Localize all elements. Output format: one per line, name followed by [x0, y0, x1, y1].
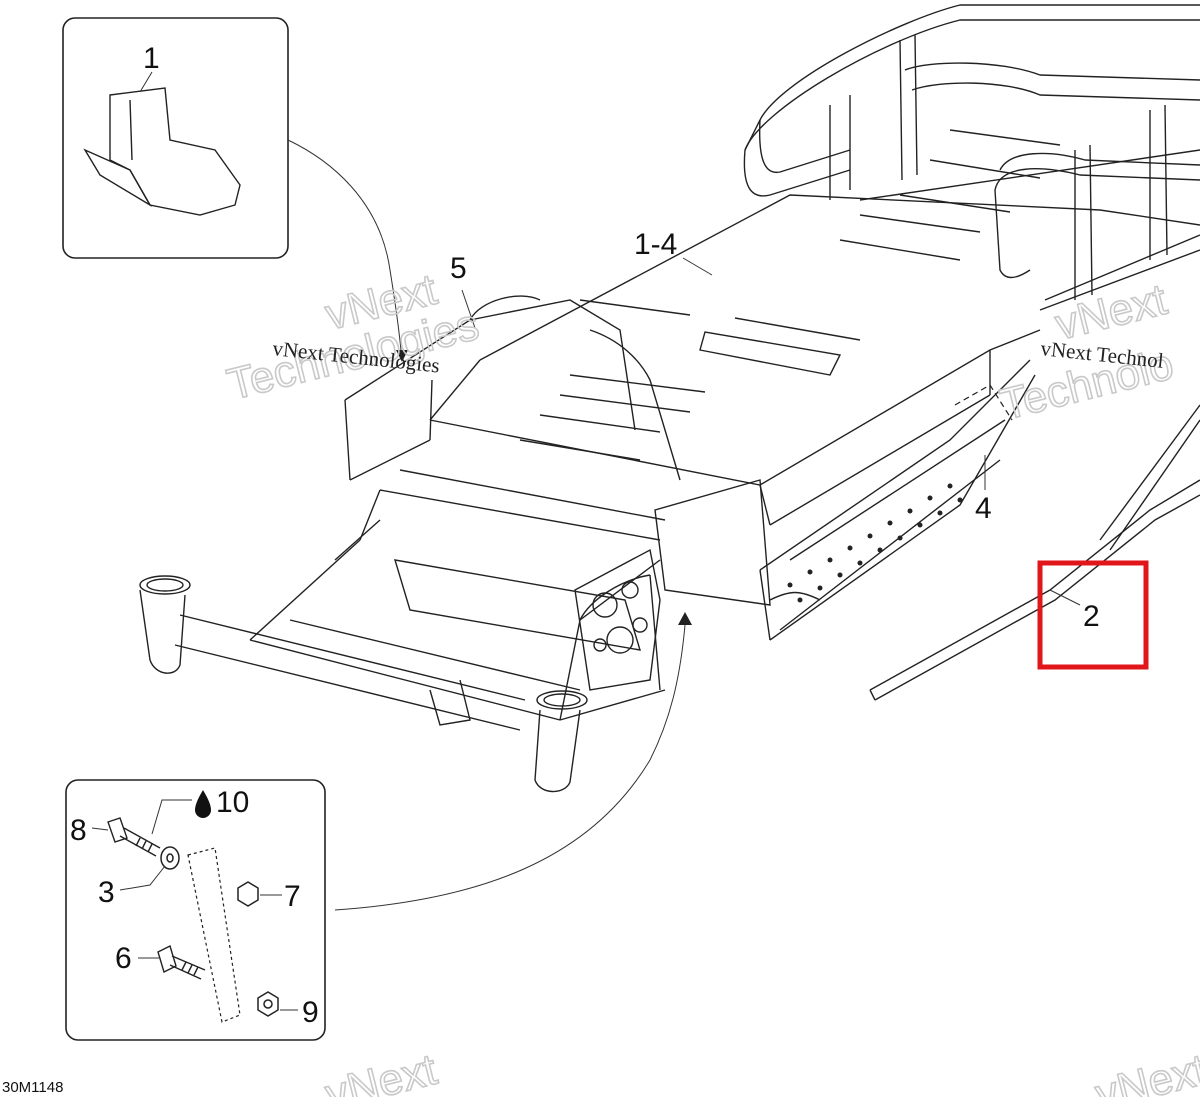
perforations [787, 483, 963, 603]
washer-3 [160, 846, 180, 870]
callout-1-4[interactable]: 1-4 [634, 228, 677, 261]
bolt-6 [157, 945, 206, 980]
cargo-deck [429, 129, 1200, 526]
callout-2[interactable]: 2 [1083, 600, 1100, 633]
callout-1[interactable]: 1 [143, 42, 160, 75]
bolt-8 [107, 817, 161, 857]
callout-6[interactable]: 6 [115, 942, 132, 975]
callout-3[interactable]: 3 [98, 876, 115, 909]
callout-5[interactable]: 5 [450, 252, 467, 285]
inset-hardware [65, 779, 326, 1041]
front-frame [249, 295, 771, 726]
nut-9 [257, 991, 279, 1017]
front-cross-tube [139, 575, 588, 793]
callout-7[interactable]: 7 [284, 880, 301, 913]
nut-7 [237, 881, 259, 907]
strap [187, 847, 241, 1023]
watermark-vnext-4: vNext [1091, 1045, 1200, 1097]
running-board-rail [869, 404, 1200, 701]
oil-drop-icon [195, 790, 211, 818]
side-rail [759, 359, 1036, 641]
diagram-reference-code: 30M1148 [2, 1079, 63, 1096]
callout-8[interactable]: 8 [70, 814, 87, 847]
rear-rack [743, 4, 1200, 311]
inset-part-1 [62, 17, 289, 259]
watermarks: vNext Technologies vNext Technologies vN… [222, 264, 1200, 1097]
callout-4[interactable]: 4 [975, 492, 992, 525]
leader-lines [287, 139, 1081, 911]
arrow-to-plate [678, 612, 692, 625]
callout-10[interactable]: 10 [216, 786, 249, 819]
vehicle-frame-drawing [139, 4, 1200, 793]
watermark-vnext-3: vNext [321, 1045, 442, 1097]
highlight-box-part-2 [1037, 560, 1149, 670]
front-plate [574, 548, 661, 691]
callout-9[interactable]: 9 [302, 996, 319, 1029]
callout-labels: 1 1-4 5 4 2 10 8 3 7 6 9 [70, 42, 1100, 1029]
arrow-to-frame [396, 350, 408, 362]
install-guide-line [954, 384, 1013, 421]
